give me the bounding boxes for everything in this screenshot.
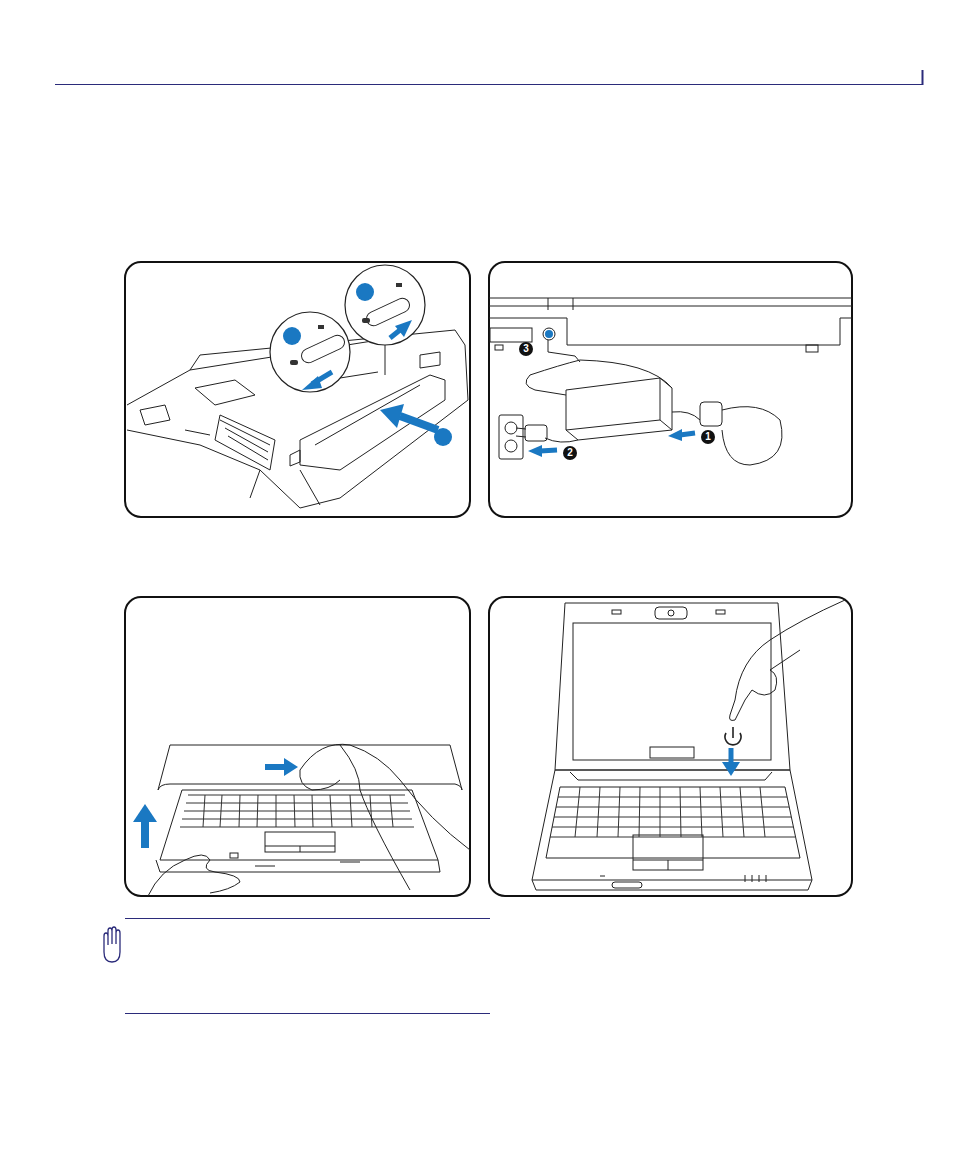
callout-number: 2	[563, 446, 577, 460]
callout-number: 1	[701, 430, 715, 444]
callout-number: 3	[519, 342, 533, 356]
